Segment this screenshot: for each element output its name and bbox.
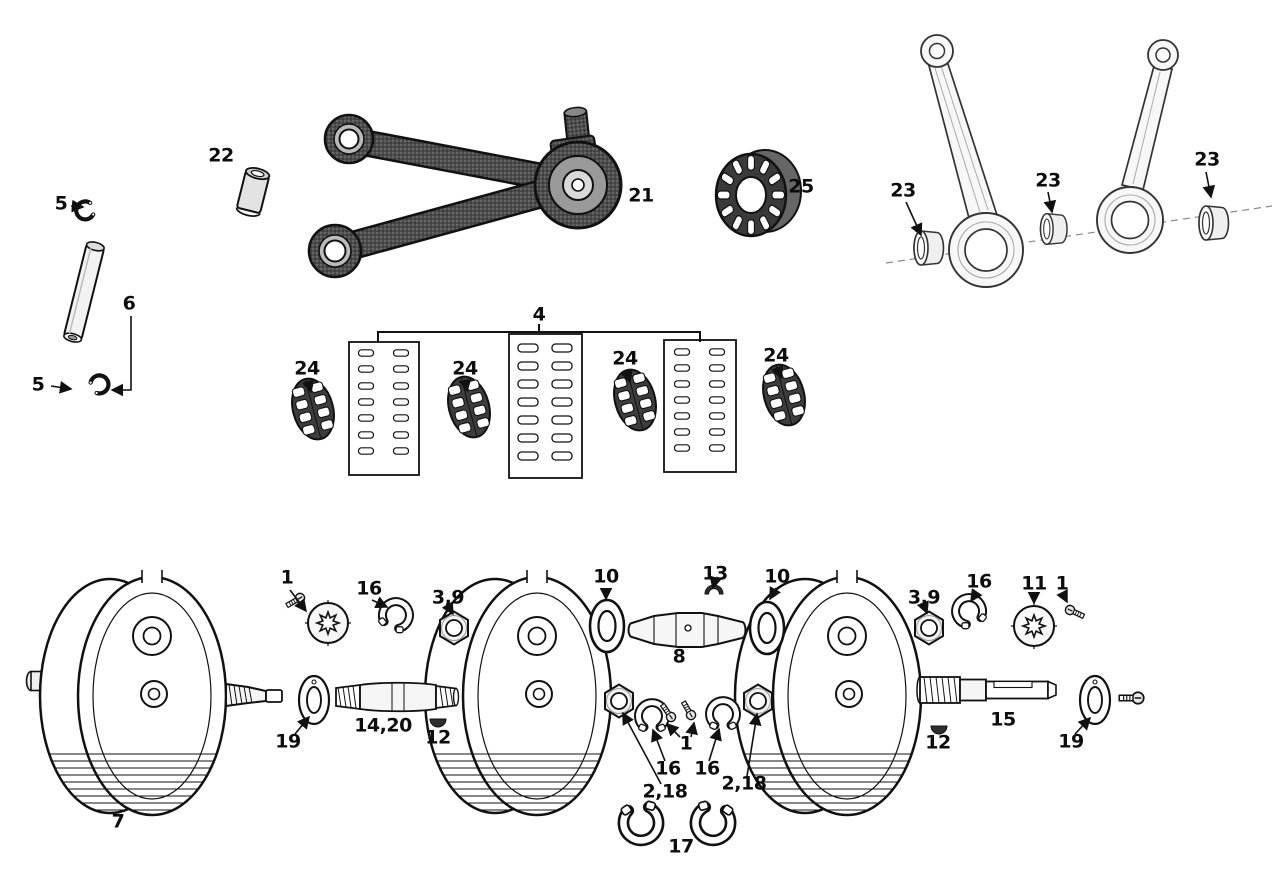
connecting-rod-assembly-drawing <box>307 106 623 279</box>
nut-center-left-drawing <box>604 683 634 719</box>
part-label-clip-lower: 5 <box>31 373 45 396</box>
part-label-pinion-shaft: 15 <box>990 708 1016 731</box>
connecting-rods-drawing <box>885 34 1273 288</box>
part-label-clip-upper: 5 <box>54 192 68 215</box>
nut-center-right-drawing <box>743 683 773 719</box>
part-label-key-right: 12 <box>925 731 951 754</box>
sprocket-shaft-drawing <box>335 681 460 713</box>
washer-right-drawing <box>748 600 786 656</box>
lock-plate-left-drawing <box>304 599 352 647</box>
flywheel-left-shaft <box>225 682 283 708</box>
piston-pin-and-clips-drawing <box>63 200 112 397</box>
screw-far-right-drawing <box>1118 691 1145 705</box>
lock-pair-right-drawing <box>692 799 734 843</box>
part-label-retainer-a: 24 <box>294 357 320 380</box>
crank-pin-bearing-drawing <box>714 149 802 238</box>
nut-left-drawing <box>439 610 469 646</box>
crank-pin-drawing <box>627 612 747 648</box>
part-label-crank-pin: 8 <box>672 645 686 668</box>
part-label-sprocket-shaft: 14,20 <box>354 714 412 737</box>
part-label-lock-pair: 17 <box>668 835 694 858</box>
part-label-bearing-large: 25 <box>788 175 814 198</box>
part-label-screw-left: 1 <box>280 566 294 589</box>
lock-center-right-drawing <box>709 701 737 730</box>
lock-washer-left-drawing <box>377 597 415 635</box>
part-label-rod-bushing-mid: 23 <box>1035 169 1061 192</box>
part-label-lock-right: 16 <box>966 570 992 593</box>
part-label-bearing-set: 4 <box>532 303 546 326</box>
part-label-key-top: 13 <box>702 562 728 585</box>
part-label-lock-left: 16 <box>356 577 382 600</box>
nut-right-drawing <box>914 610 944 646</box>
part-label-washer-right: 10 <box>764 565 790 588</box>
part-label-screw-right: 1 <box>1055 572 1069 595</box>
part-label-rod-assembly: 21 <box>628 184 654 207</box>
part-label-lock-plate: 11 <box>1021 572 1047 595</box>
lock-washer-right-drawing <box>951 593 989 631</box>
washer-left-drawing <box>588 598 626 654</box>
part-label-rod-bushing-right: 23 <box>1194 148 1220 171</box>
part-label-nut-left: 3,9 <box>431 586 465 609</box>
leader-arrows <box>50 171 1216 785</box>
part-label-nut-center-b: 2,18 <box>721 772 767 795</box>
flywheel-assembly-drawing <box>25 570 1145 843</box>
flywheel-left-drawing <box>32 570 234 815</box>
thrust-washer-right-drawing <box>1078 674 1112 726</box>
part-label-retainer-c: 24 <box>612 347 638 370</box>
bearing-roller-set-drawing <box>284 324 813 479</box>
part-label-pin: 6 <box>122 292 136 315</box>
part-label-flywheel: 7 <box>111 810 125 833</box>
lock-pair-left-drawing <box>620 799 662 843</box>
thrust-washer-left-drawing <box>297 674 331 726</box>
part-label-bushing-small: 22 <box>208 144 234 167</box>
screw-center-b-drawing <box>678 699 698 722</box>
part-label-nut-right: 3,9 <box>907 586 941 609</box>
wrist-pin-bushing-drawing <box>235 167 271 217</box>
pinion-shaft-drawing <box>916 676 1057 704</box>
part-label-washer-left: 10 <box>593 565 619 588</box>
lock-plate-right-drawing <box>1010 602 1058 650</box>
part-label-lock-center-a: 16 <box>655 757 681 780</box>
part-label-thrust-right: 19 <box>1058 730 1084 753</box>
part-label-thrust-left: 19 <box>275 730 301 753</box>
screw-right-drawing <box>1063 603 1087 622</box>
part-label-screw-center: 1 <box>679 732 693 755</box>
part-label-rod-bushing-left: 23 <box>890 179 916 202</box>
part-label-nut-center-a: 2,18 <box>642 780 688 803</box>
part-label-retainer-b: 24 <box>452 357 478 380</box>
part-label-key-left: 12 <box>425 726 451 749</box>
part-label-lock-center-b: 16 <box>694 757 720 780</box>
part-label-retainer-d: 24 <box>763 344 789 367</box>
